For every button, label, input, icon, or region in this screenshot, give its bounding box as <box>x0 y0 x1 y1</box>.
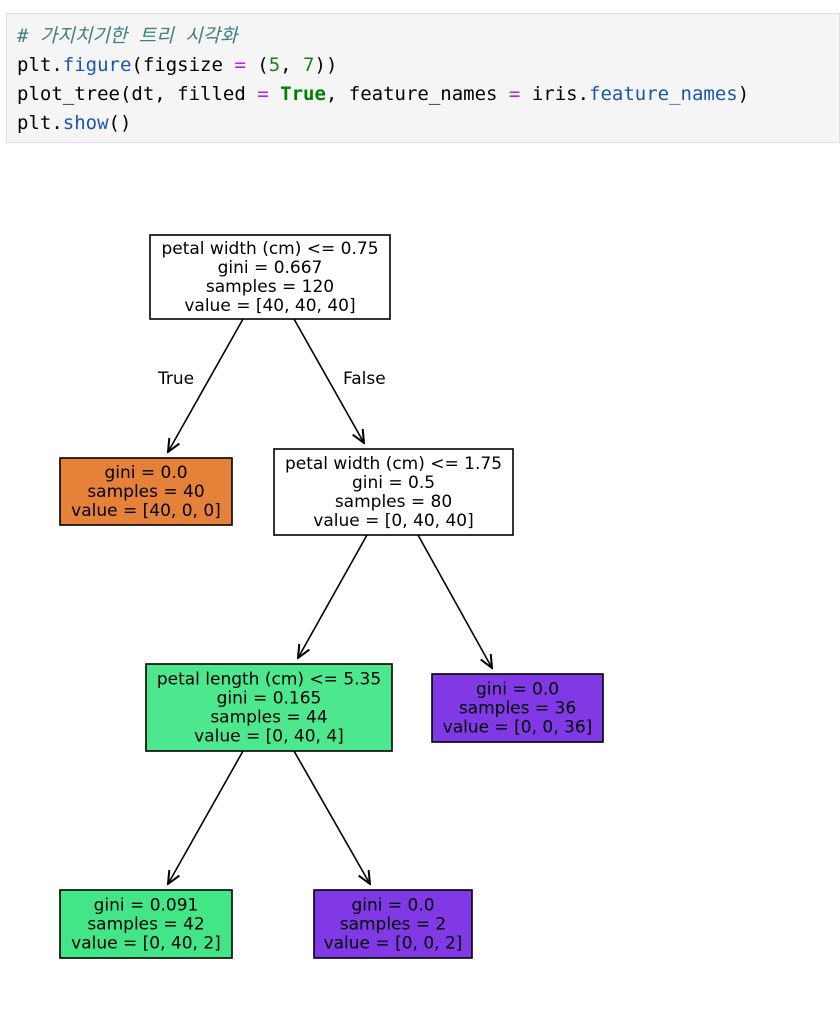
code-line: plt.figure(figsize = (5, 7)) <box>17 51 839 80</box>
code-token: () <box>108 112 132 134</box>
tree-node-line: petal width (cm) <= 1.75 <box>285 454 502 474</box>
tree-node-box <box>145 663 393 752</box>
code-token: , <box>280 54 304 76</box>
code-token: , feature_names <box>325 83 509 105</box>
code-line: # 가지치기한 트리 시각화 <box>17 22 839 51</box>
tree-node-line: samples = 80 <box>335 492 452 512</box>
code-token: True <box>280 83 326 105</box>
code-token: ( <box>245 54 269 76</box>
code-token: = <box>508 83 521 105</box>
tree-node-line: gini = 0.0 <box>104 463 187 483</box>
tree-edge-arrow <box>168 750 244 884</box>
tree-node-line: gini = 0.0 <box>476 680 559 700</box>
code-line: plt.show() <box>17 109 839 138</box>
tree-edge-arrow <box>298 534 368 658</box>
code-token: plt. <box>17 54 63 76</box>
code-token: figure <box>62 54 132 76</box>
code-token: 7 <box>303 54 315 76</box>
code-token: )) <box>314 54 338 76</box>
code-token: show <box>62 112 109 134</box>
edge-label-true: True <box>157 369 194 389</box>
tree-node-line: gini = 0.667 <box>218 258 323 278</box>
tree-node-line: value = [40, 40, 40] <box>184 296 355 316</box>
tree-node-line: samples = 2 <box>340 915 447 935</box>
tree-node-line: gini = 0.091 <box>94 896 199 916</box>
code-token: = <box>234 54 246 76</box>
tree-node-line: samples = 40 <box>87 482 204 502</box>
tree-node-line: petal length (cm) <= 5.35 <box>157 670 381 690</box>
code-token: # 가지치기한 트리 시각화 <box>17 25 238 47</box>
tree-node-line: gini = 0.0 <box>351 896 434 916</box>
tree-node-line: value = [0, 40, 2] <box>71 934 221 954</box>
code-token: ) <box>737 83 750 105</box>
code-token: 5 <box>268 54 281 76</box>
tree-edge-arrow <box>293 318 364 443</box>
code-token: iris. <box>520 83 590 105</box>
code-token: (figsize <box>131 54 235 76</box>
tree-node-box <box>313 889 473 959</box>
tree-node-line: value = [0, 40, 40] <box>313 511 473 531</box>
tree-node-box <box>149 234 391 320</box>
tree-node-line: petal width (cm) <= 0.75 <box>161 239 378 259</box>
edge-label-false: False <box>343 369 386 389</box>
code-line: plot_tree(dt, filled = True, feature_nam… <box>17 80 839 109</box>
tree-node-box <box>59 457 233 526</box>
tree-node-box <box>273 448 514 536</box>
tree-edge-arrow <box>168 318 244 452</box>
tree-node-line: samples = 120 <box>206 277 334 297</box>
tree-node-line: samples = 42 <box>87 915 204 935</box>
tree-node-line: samples = 44 <box>210 708 327 728</box>
code-token: feature_names <box>589 83 738 105</box>
code-token: plot_tree(dt, filled <box>17 83 258 105</box>
tree-node-line: value = [0, 0, 36] <box>443 718 593 738</box>
tree-node-line: samples = 36 <box>459 699 576 719</box>
code-token: plt. <box>17 112 63 134</box>
code-token: = <box>257 83 269 105</box>
tree-edge-arrow <box>417 534 492 668</box>
tree-node-box <box>59 889 233 959</box>
tree-edge-arrow <box>293 750 370 884</box>
tree-node-line: value = [40, 0, 0] <box>71 501 221 521</box>
tree-node-box <box>431 673 604 743</box>
tree-node-line: value = [0, 40, 4] <box>194 727 344 747</box>
tree-node-line: gini = 0.5 <box>352 473 435 493</box>
tree-node-line: value = [0, 0, 2] <box>324 934 463 954</box>
tree-node-line: gini = 0.165 <box>217 689 322 709</box>
